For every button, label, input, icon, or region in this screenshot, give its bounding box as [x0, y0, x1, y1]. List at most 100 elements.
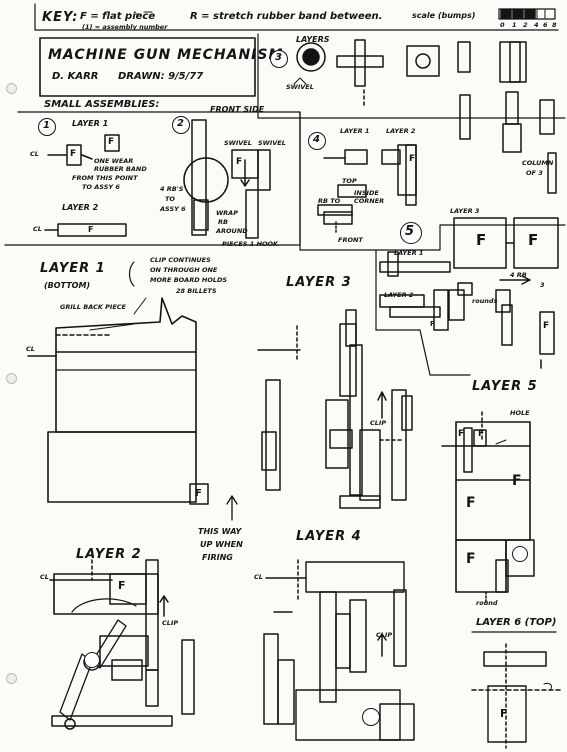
small-assemblies-heading: SMALL ASSEMBLIES: [44, 99, 160, 110]
column-note-2: OF 3 [526, 169, 543, 177]
assy-number-circle [172, 116, 190, 134]
assy-3-number: 3 [275, 52, 282, 63]
layer-1-title: LAYER 1 [40, 261, 106, 276]
grill-note: GRILL BACK PIECE [60, 303, 126, 311]
wrap-note-3: AROUND [216, 227, 248, 235]
assy-number-circle [270, 50, 288, 68]
flat-piece: F [543, 321, 550, 331]
assy-5-layer2: LAYER 2 [384, 291, 414, 299]
front-label: FRONT [338, 236, 363, 244]
key-f-note: F = flat piece [80, 11, 156, 22]
assy-2-number: 2 [177, 118, 184, 129]
scale-tick-1: 1 [512, 21, 517, 29]
scale-tick-0: 0 [500, 21, 505, 29]
key-circled-note: (1) = assembly number [82, 23, 168, 31]
assy-2-rb-2: TO [165, 195, 175, 203]
assy-2-rb-1: 4 RB'S [160, 185, 184, 193]
assy-number-circle [400, 222, 422, 244]
layer-6-title: LAYER 6 (TOP) [476, 617, 557, 628]
title-box [39, 37, 256, 97]
scale-tick-4: 4 [534, 21, 539, 29]
top-label: TOP [342, 177, 357, 185]
assy-5-layer3: LAYER 3 [450, 207, 480, 215]
flat-piece: F [466, 551, 476, 567]
centerline-label: CL [254, 573, 263, 581]
assy-1-layer1: LAYER 1 [72, 119, 109, 128]
centerline-label: CL [30, 150, 39, 158]
assy-1-note-4: TO ASSY 6 [82, 183, 120, 191]
swivel-label: SWIVEL [258, 139, 286, 147]
scale-tick-8: 8 [552, 21, 557, 29]
binder-hole [6, 673, 17, 684]
flat-piece: F [476, 231, 487, 249]
pieces-hook-note: PIECES 1 HOOK [222, 240, 279, 248]
inside-corner-1: INSIDE [354, 189, 379, 197]
flat-piece: F [478, 429, 485, 439]
round-label: round [476, 599, 498, 607]
assy-4-marker [512, 546, 528, 562]
wrap-note-1: WRAP [216, 209, 238, 217]
layer-3-title: LAYER 3 [286, 275, 352, 290]
flat-piece: F [118, 579, 126, 592]
rb3-label: 3 [540, 281, 545, 289]
assy-5-number: 5 [405, 224, 416, 239]
this-way-1: THIS WAY [198, 527, 242, 536]
layer-2-title: LAYER 2 [76, 547, 142, 562]
centerline-label: CL [40, 573, 49, 581]
scale-tick-2: 2 [523, 21, 528, 29]
drawn-date: DRAWN: 9/5/77 [118, 71, 204, 82]
flat-piece: F [500, 707, 508, 720]
swivel-label: SWIVEL [224, 139, 252, 147]
clip-label: CLIP [370, 419, 387, 427]
rb4-label: 4 RB [510, 271, 527, 279]
flat-piece: F [466, 495, 476, 511]
assy-1-number: 1 [43, 120, 50, 131]
scale-label: scale (bumps) [412, 11, 476, 20]
clip-label-3: CLIP [376, 631, 393, 639]
clip-note-3: MORE BOARD HOLDS [150, 276, 228, 284]
assy-2-rb-3: ASSY 6 [160, 205, 186, 213]
assy-1-note-2: RUBBER BAND [94, 165, 147, 173]
centerline-label: CL [33, 225, 42, 233]
assy-number-circle [38, 118, 56, 136]
flat-piece: F [108, 137, 115, 147]
this-way-2: UP WHEN [200, 540, 243, 549]
inside-corner-2: CORNER [354, 197, 385, 205]
binder-hole [6, 373, 17, 384]
clip-note-4: 28 BILLETS [176, 287, 217, 295]
layer-4-title: LAYER 4 [296, 529, 362, 544]
assy-3-swivel: SWIVEL [286, 83, 314, 91]
hole-label: HOLE [510, 409, 530, 417]
this-way-3: FIRING [202, 553, 233, 562]
flat-piece: F [195, 488, 202, 499]
key-r-note: R = stretch rubber band between. [190, 11, 383, 22]
column-note-1: COLUMN [522, 159, 554, 167]
scale-bar [498, 8, 556, 20]
key-label: KEY: [42, 10, 79, 25]
layer-5-title: LAYER 5 [472, 379, 538, 394]
clip-label-2: CLIP [162, 619, 179, 627]
assy-2-marker [84, 652, 100, 668]
flat-piece: F [512, 473, 522, 489]
assy-4-layer2: LAYER 2 [386, 127, 416, 135]
flat-piece: F [528, 231, 539, 249]
wrap-note-2: RB [218, 218, 228, 226]
assy-1-layer2: LAYER 2 [62, 203, 99, 212]
layer-1-bottom: (BOTTOM) [44, 281, 91, 290]
scale-tick-6: 6 [543, 21, 548, 29]
drawing-title: MACHINE GUN MECHANISM. [48, 47, 290, 63]
centerline-label: CL [26, 345, 35, 353]
assy-4-layer1: LAYER 1 [340, 127, 370, 135]
assy-number-circle [308, 132, 326, 150]
flat-piece: F [88, 225, 94, 234]
assy-5-layer1: LAYER 1 [394, 249, 424, 257]
flat-piece: F [70, 149, 77, 159]
clip-note-2: ON THROUGH ONE [150, 266, 218, 274]
assy-4-number: 4 [313, 134, 320, 145]
assy-5-marker [362, 708, 380, 726]
binder-hole [6, 83, 17, 94]
flat-piece: F [430, 320, 435, 328]
rounds-label: rounds [472, 297, 498, 305]
rb-label: RB TO [318, 197, 341, 205]
